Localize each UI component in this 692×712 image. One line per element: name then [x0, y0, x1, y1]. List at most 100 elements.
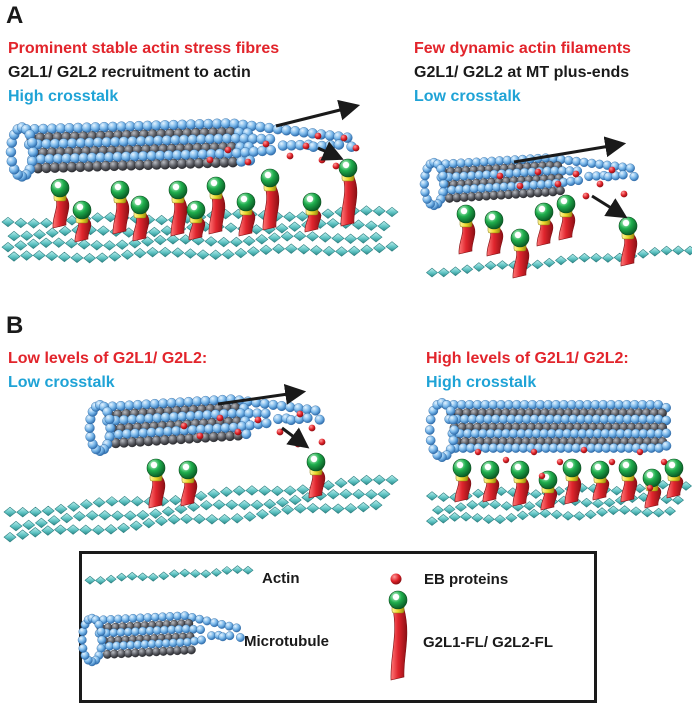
g2l-protein-mark	[664, 458, 684, 499]
eb-protein-dot	[206, 156, 214, 164]
eb-protein-dot	[572, 170, 580, 178]
g2l-protein-mark	[206, 176, 226, 235]
eb-protein-dot	[554, 180, 562, 188]
eb-protein-dot	[534, 168, 542, 176]
microtubule	[84, 394, 325, 457]
microtubule	[419, 153, 639, 211]
g2l-protein-mark	[456, 204, 476, 255]
eb-protein-dot	[216, 414, 224, 422]
eb-protein-dot	[390, 573, 402, 585]
g2l-protein-mark	[110, 180, 130, 235]
eb-protein-dot	[314, 132, 322, 140]
legend-microtubule-label: Microtubule	[244, 633, 329, 650]
eb-proteins	[180, 132, 668, 585]
g2l-protein-mark	[236, 192, 256, 237]
eb-protein-dot	[352, 144, 360, 152]
actin-strand	[426, 505, 676, 526]
eb-protein-dot	[340, 134, 348, 142]
eb-protein-dot	[318, 438, 326, 446]
g2l-protein-mark	[618, 216, 638, 267]
legend-g2l-label: G2L1-FL/ G2L2-FL	[423, 634, 554, 651]
eb-protein-dot	[582, 192, 590, 200]
g2l-protein-mark	[452, 458, 472, 503]
panel-a-right-line2: G2L1/ G2L2 at MT plus-ends	[414, 64, 630, 81]
panel-b-left-line2: Low crosstalk	[8, 374, 115, 391]
growth-arrow	[281, 426, 310, 449]
eb-protein-dot	[196, 432, 204, 440]
panel-b-right-line1: High levels of G2L1/ G2L2:	[426, 350, 629, 367]
eb-protein-dot	[608, 166, 616, 174]
panel-b-right-line2: High crosstalk	[426, 374, 537, 391]
g2l-protein-mark	[146, 458, 166, 509]
eb-protein-dot	[286, 152, 294, 160]
panel-a-left-line2: G2L1/ G2L2 recruitment to actin	[8, 64, 251, 81]
eb-protein-dot	[224, 146, 232, 154]
growth-arrow	[275, 99, 361, 128]
g2l-protein-mark	[510, 460, 530, 507]
eb-protein-dot	[516, 182, 524, 190]
actin-filaments	[1, 205, 692, 585]
eb-protein-dot	[636, 448, 644, 456]
eb-protein-dot	[234, 428, 242, 436]
panel-a-right-line3: Low crosstalk	[414, 88, 521, 105]
growth-arrow	[513, 136, 627, 164]
panel-b-letter: B	[6, 312, 24, 339]
eb-protein-dot	[318, 156, 326, 164]
g2l-protein-mark	[562, 458, 582, 505]
g2l-protein-mark	[302, 192, 322, 233]
eb-protein-dot	[580, 446, 588, 454]
g2l-proteins	[50, 158, 684, 681]
actin-strand	[3, 499, 383, 543]
microtubule	[5, 118, 357, 182]
eb-protein-dot	[620, 190, 628, 198]
microtubules	[5, 118, 672, 667]
g2l-protein-mark	[50, 178, 70, 229]
legend-actin-label: Actin	[262, 570, 300, 587]
g2l-protein-mark	[534, 202, 554, 247]
eb-protein-dot	[296, 410, 304, 418]
g2l-protein-mark	[168, 180, 188, 237]
actin-strand	[1, 230, 383, 253]
eb-protein-dot	[646, 484, 654, 492]
g2l-protein-mark	[618, 458, 638, 503]
panel-b-left-line1: Low levels of G2L1/ G2L2:	[8, 350, 208, 367]
eb-protein-dot	[660, 458, 668, 466]
g2l-protein-mark	[130, 195, 150, 242]
panel-a-letter: A	[6, 2, 24, 29]
eb-protein-dot	[556, 458, 564, 466]
legend-eb-label: EB proteins	[424, 571, 509, 588]
eb-protein-dot	[502, 456, 510, 464]
eb-protein-dot	[474, 448, 482, 456]
g2l-protein-mark	[484, 210, 504, 257]
growth-arrow	[591, 194, 628, 219]
g2l-protein-mark	[480, 460, 500, 503]
eb-protein-dot	[530, 448, 538, 456]
microtubule	[77, 611, 245, 667]
g2l-protein-mark	[178, 460, 198, 507]
panel-a-left-line3: High crosstalk	[8, 88, 119, 105]
g2l-protein-mark	[510, 228, 530, 279]
eb-protein-dot	[332, 162, 340, 170]
g2l-protein-mark	[556, 194, 576, 241]
legend-box	[79, 551, 597, 703]
g2l-protein-mark	[306, 452, 326, 499]
g2l-protein-mark	[260, 168, 280, 231]
eb-protein-dot	[308, 424, 316, 432]
panel-a-left-line1: Prominent stable actin stress fibres	[8, 40, 280, 57]
eb-protein-dot	[596, 180, 604, 188]
eb-protein-dot	[276, 428, 284, 436]
growth-arrow	[217, 383, 307, 406]
eb-protein-dot	[496, 172, 504, 180]
eb-protein-dot	[262, 140, 270, 148]
g2l-protein-mark	[186, 200, 206, 241]
growth-arrow	[317, 141, 344, 161]
g2l-protein-mark	[590, 460, 610, 501]
microtubule	[424, 397, 672, 463]
actin-strand	[3, 474, 399, 518]
eb-protein-dot	[180, 422, 188, 430]
panel-a-right-line1: Few dynamic actin filaments	[414, 40, 631, 57]
actin-strand	[7, 241, 399, 264]
growth-arrows	[217, 99, 628, 449]
g2l-protein-mark	[388, 590, 408, 681]
